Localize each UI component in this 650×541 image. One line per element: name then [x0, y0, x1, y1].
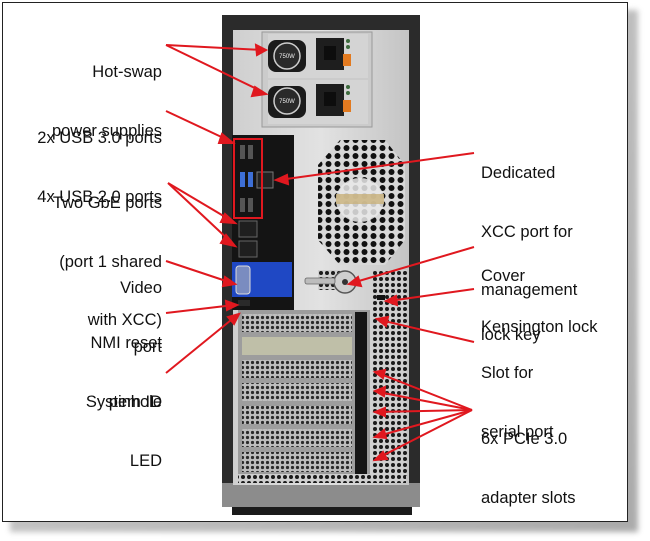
- serial-slot-column: [355, 312, 367, 477]
- power-supply-bay: 750W 750W: [261, 31, 373, 128]
- pcie-slot-3: [242, 360, 352, 378]
- pcie-slot-1: [242, 314, 352, 332]
- callout-line: Dedicated: [481, 164, 556, 182]
- nmi-pinhole: [238, 300, 250, 306]
- callout-line: Cover: [481, 267, 526, 285]
- callout-line: Hot-swap: [92, 63, 162, 81]
- cover-lock-key: [304, 270, 357, 294]
- callout-hot-swap-power-supplies: Hot-swap power supplies: [52, 24, 162, 161]
- callout-gbe-ports: Two GbE ports (port 1 shared with XCC): [53, 155, 162, 350]
- callout-line: Two GbE ports: [52, 194, 162, 212]
- pcie-slot-area: [238, 310, 406, 483]
- callout-line: NMI reset: [90, 334, 162, 352]
- callout-line: power supplies: [51, 121, 162, 140]
- callout-pcie-adapter-slots: 6x PCIe 3.0 adapter slots: [481, 391, 575, 528]
- io-panel: [232, 135, 294, 310]
- callout-arrows: [165, 43, 475, 462]
- callout-line: System ID: [85, 393, 162, 411]
- pcie-slot-4: [242, 383, 352, 401]
- callout-usb-ports: 2x USB 3.0 ports 4x USB 2.0 ports: [37, 90, 162, 227]
- callout-line: XCC port for: [481, 222, 573, 241]
- callout-nmi-reset-pinhole: NMI reset pinhole: [90, 295, 162, 432]
- gbe-port-1: [238, 220, 258, 238]
- callout-line: Kensington lock: [481, 318, 598, 336]
- pcie-slot-6: [242, 429, 352, 447]
- callout-line: lock key: [481, 325, 541, 344]
- callout-serial-port-slot: Slot for serial port: [481, 325, 553, 462]
- callout-line: serial port: [481, 422, 554, 441]
- fan-grille: [318, 140, 405, 265]
- callout-line: Slot for: [481, 364, 534, 382]
- callout-line: LED: [129, 451, 162, 470]
- callout-line: port: [133, 337, 162, 356]
- callout-line: 4x USB 2.0 ports: [37, 187, 162, 206]
- callout-line: pinhole: [108, 392, 162, 411]
- usb-highlight-box: [233, 138, 263, 219]
- callout-video-port: Video port: [120, 240, 162, 377]
- callout-kensington-lock: Kensington lock: [481, 279, 598, 357]
- psu2-rating: 750W: [279, 99, 295, 105]
- callout-system-id-led: System ID LED: [86, 354, 162, 491]
- video-connector: [235, 265, 251, 295]
- callout-line: 2x USB 3.0 ports: [37, 129, 162, 147]
- xcc-port: [256, 171, 274, 189]
- callout-cover-lock-key: Cover lock key: [481, 228, 541, 365]
- callout-dedicated-xcc-port: Dedicated XCC port for management: [481, 125, 577, 320]
- callout-line: adapter slots: [481, 488, 576, 507]
- gbe-port-2: [238, 240, 258, 258]
- pcie-slot-5: [242, 406, 352, 424]
- callout-line: Video: [120, 279, 162, 297]
- kensington-slot: [377, 295, 385, 300]
- callout-line: 6x PCIe 3.0: [481, 430, 568, 448]
- psu1-rating: 750W: [279, 54, 295, 60]
- callout-line: management: [481, 281, 578, 299]
- callout-line: (port 1 shared: [59, 252, 162, 271]
- callout-line: with XCC): [87, 311, 162, 329]
- pcie-slot-2: [242, 337, 352, 355]
